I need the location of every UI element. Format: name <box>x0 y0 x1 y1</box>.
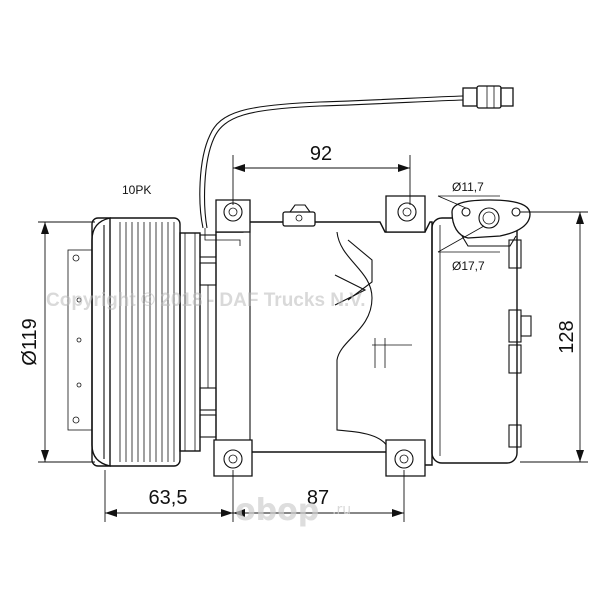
site-logo-suffix: .ru <box>332 502 351 518</box>
clutch-coil-housing <box>179 232 217 452</box>
copyright-watermark: Copyright © 2018 - DAF Trucks N.V. <box>46 290 366 311</box>
dimension-label-diameter-119: Ø119 <box>19 318 41 365</box>
rear-head <box>431 199 532 464</box>
port-large-label: Ø17,7 <box>452 259 485 273</box>
dimension-top-92 <box>232 155 411 205</box>
dimension-label-128: 128 <box>556 320 578 353</box>
compressor-body <box>215 204 433 466</box>
dimension-bottom <box>104 470 405 522</box>
port-leaders <box>437 195 500 253</box>
port-small-label: Ø11,7 <box>452 180 484 194</box>
electrical-connector <box>199 85 514 246</box>
site-logo-watermark: obop <box>235 493 319 528</box>
dimension-label-63-5: 63,5 <box>149 487 188 509</box>
dimension-left-119 <box>38 221 95 463</box>
dimension-label-87: 87 <box>307 487 329 509</box>
dimension-right-128 <box>520 211 588 463</box>
dimension-label-92: 92 <box>310 143 332 165</box>
pulley-grooves <box>119 222 175 462</box>
clutch-pulley <box>67 217 181 467</box>
belt-type-label: 10PK <box>122 183 151 197</box>
mounting-ears <box>213 195 426 477</box>
